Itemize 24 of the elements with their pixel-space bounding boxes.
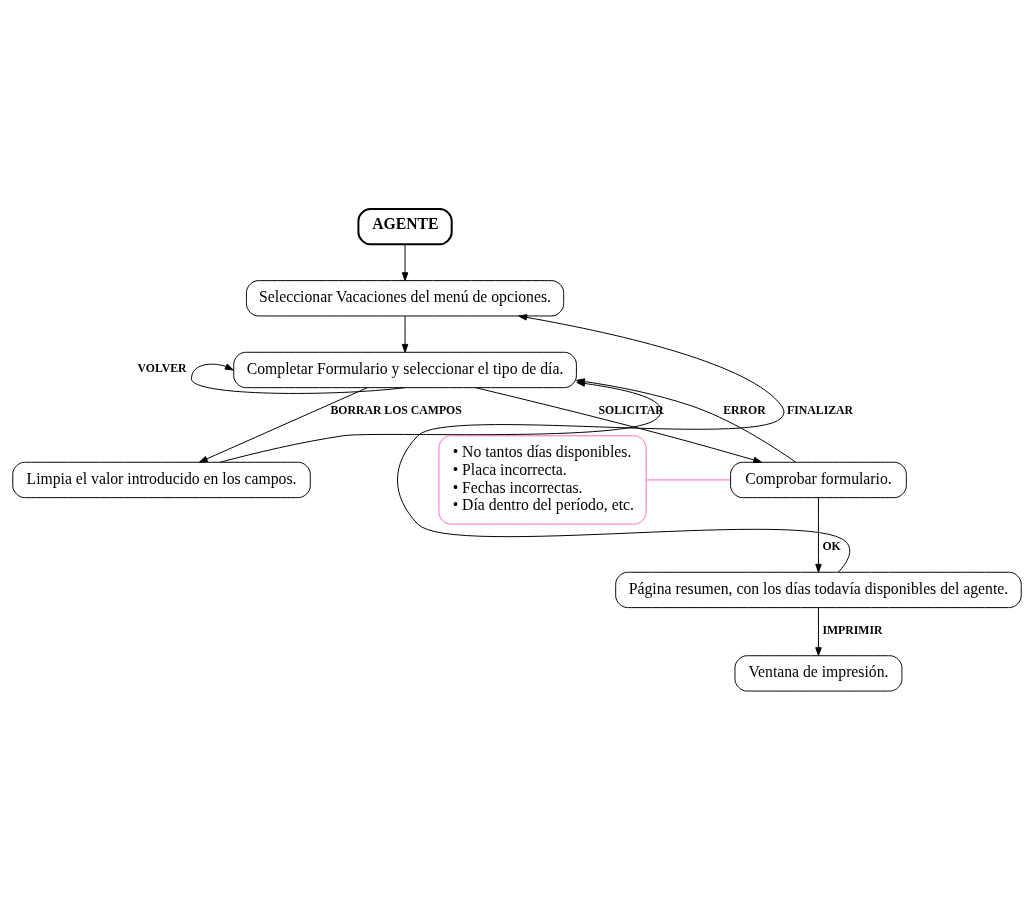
edge-label: VOLVER <box>137 361 187 375</box>
edge-label: BORRAR LOS CAMPOS <box>330 403 462 417</box>
arrow <box>397 313 851 572</box>
node-box: AGENTE <box>357 207 453 245</box>
node-box: Limpia el valor introducido en los campos. <box>12 461 311 498</box>
connector <box>645 478 731 480</box>
edge-label: OK <box>822 539 841 553</box>
edge-label: SOLICITAR <box>598 403 664 417</box>
node-box: Ventana de impresión. <box>734 654 903 692</box>
arrow <box>198 386 368 463</box>
edge-label: IMPRIMIR <box>822 623 883 637</box>
arrow <box>815 606 822 656</box>
node-box: • No tantos días disponibles. • Placa incorrecta. • Fechas incorrectas. • Día dentro del período, etc. <box>438 434 647 525</box>
node-box: Seleccionar Vacaciones del menú de opciones. <box>246 279 565 316</box>
node-box: Comprobar formulario. <box>730 461 907 498</box>
arrow <box>815 496 822 573</box>
arrow <box>475 386 762 463</box>
node-box: Completar Formulario y seleccionar el tipo de día. <box>233 351 577 388</box>
edge-label: ERROR <box>723 403 766 417</box>
node-box: Página resumen, con los días todavía disponibles del agente. <box>615 571 1022 608</box>
arrow <box>401 243 409 281</box>
arrow <box>401 315 409 353</box>
edge-label: FINALIZAR <box>787 403 854 417</box>
arrow <box>191 363 406 394</box>
